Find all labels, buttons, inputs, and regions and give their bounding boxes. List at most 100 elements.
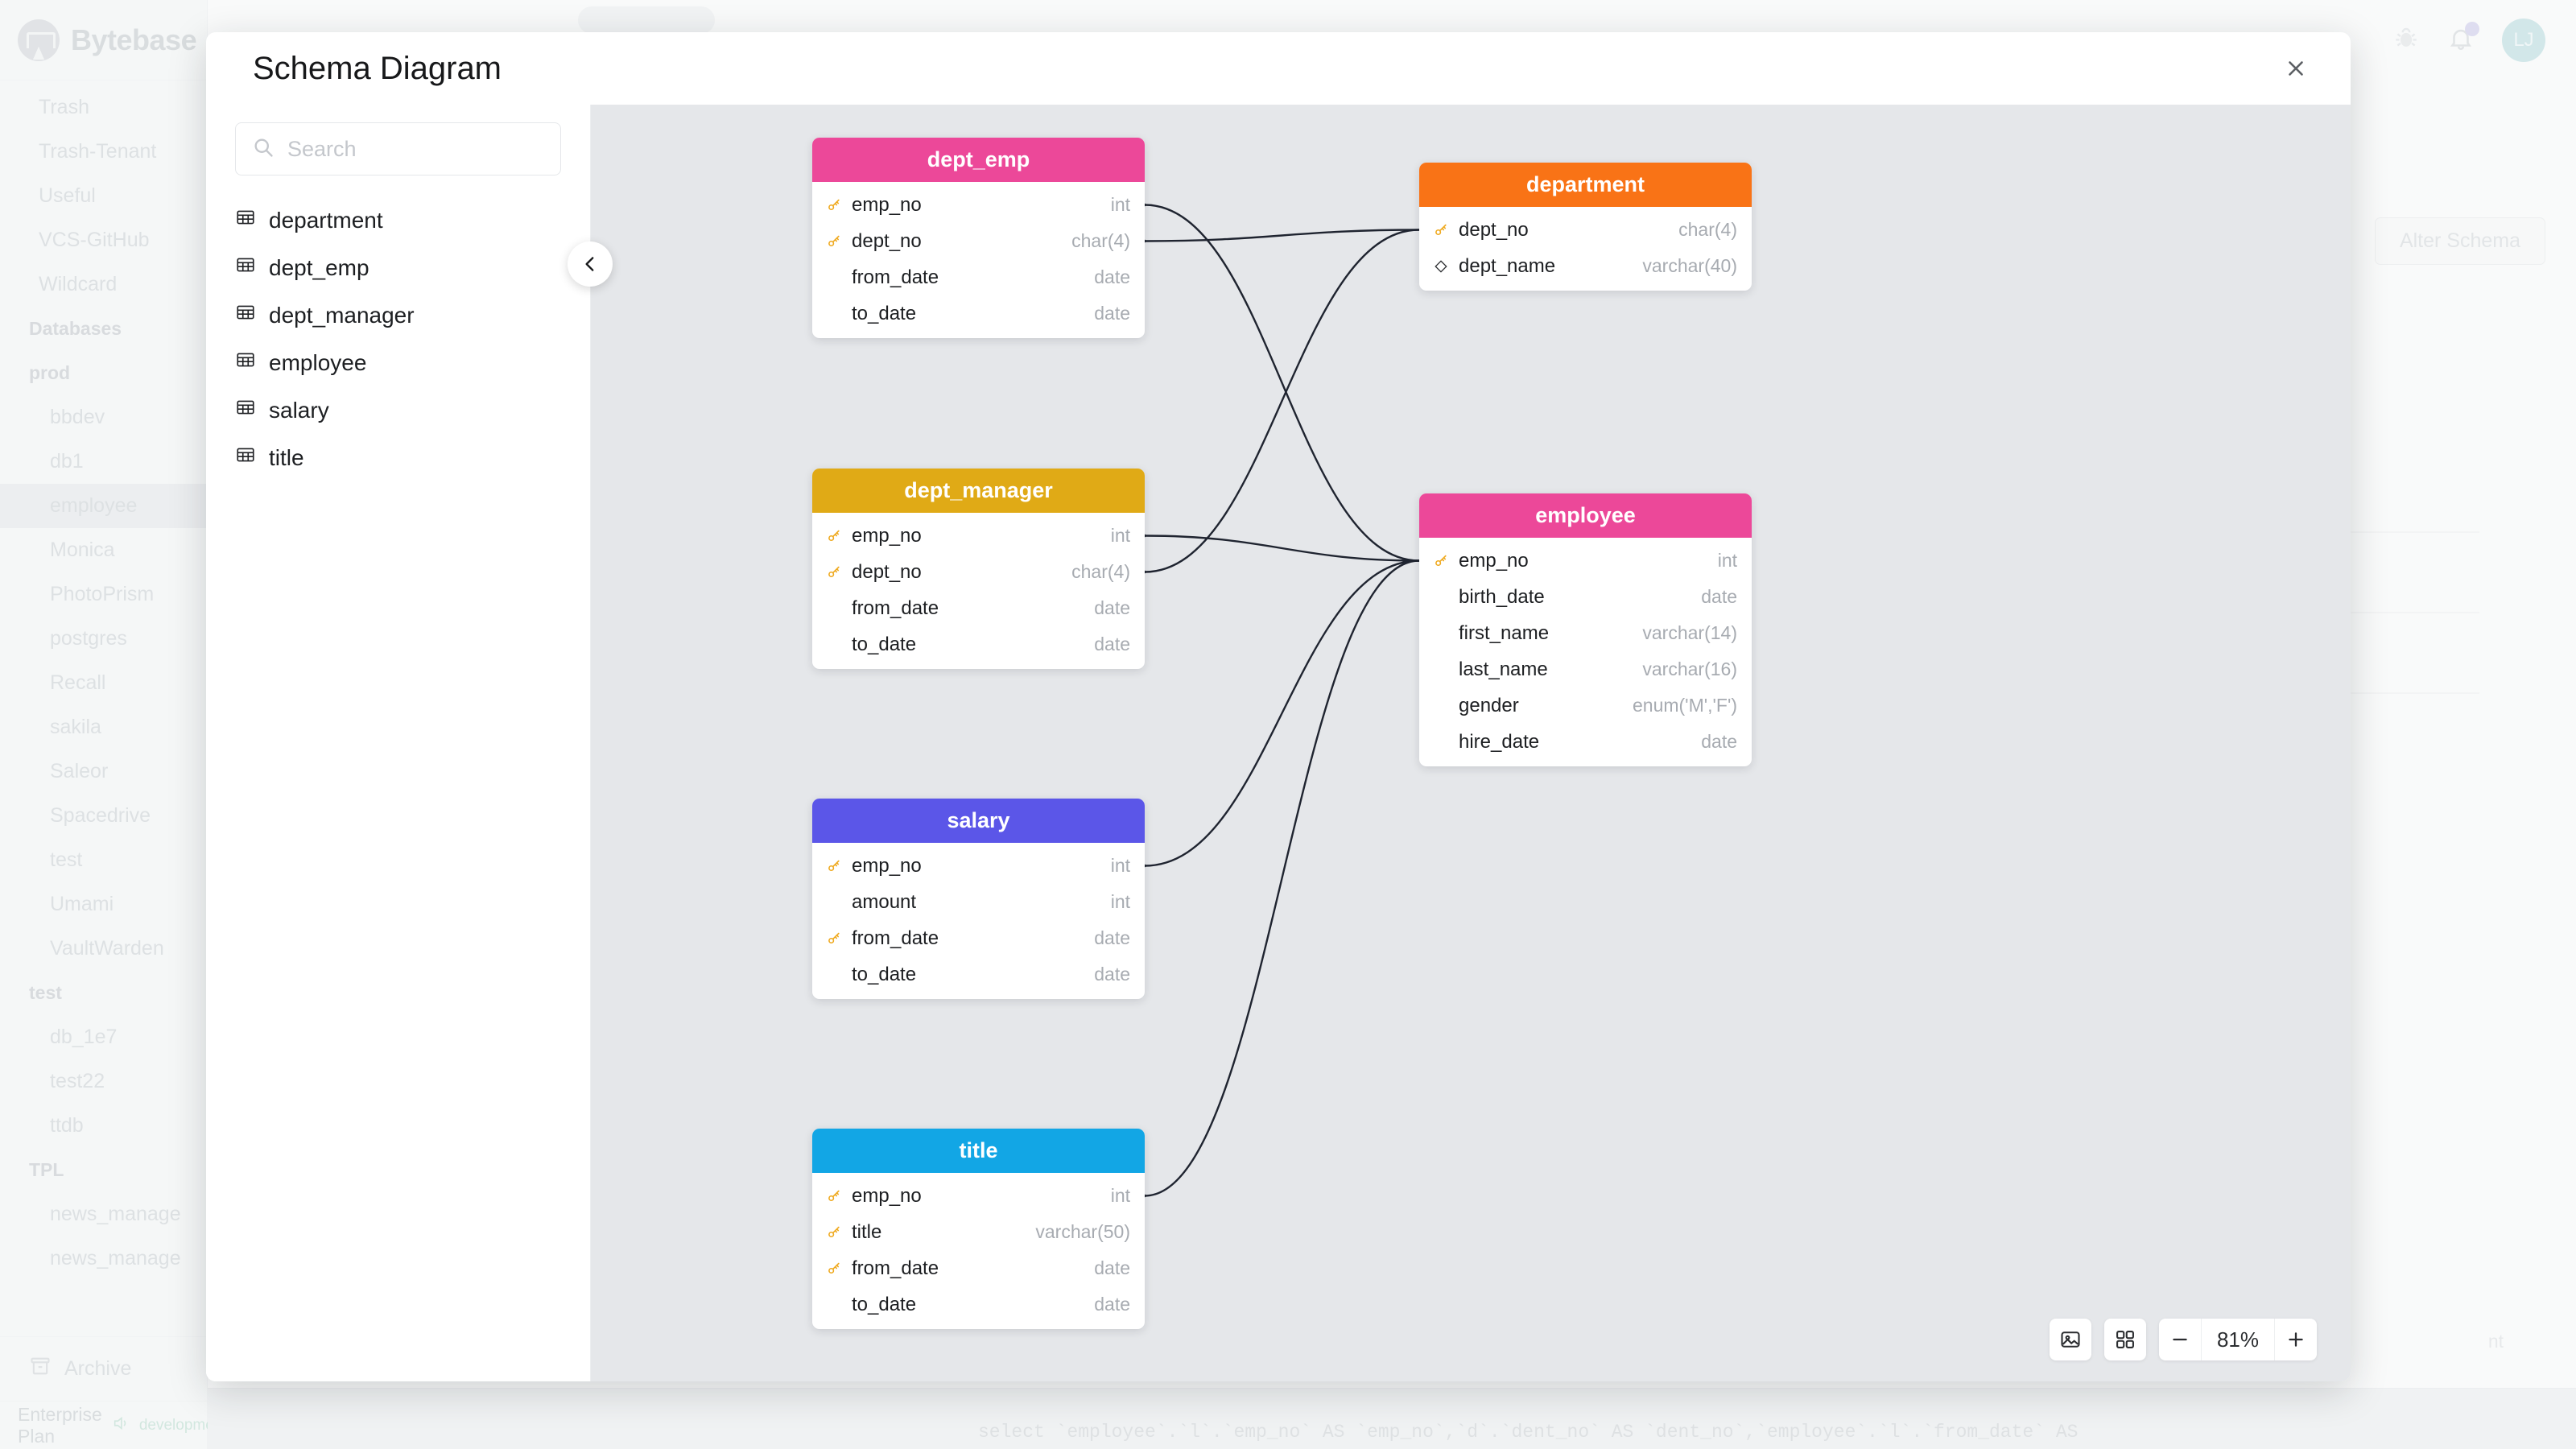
column-type: varchar(14) <box>1642 622 1737 643</box>
column-name: birth_date <box>1459 585 1545 608</box>
column-name: dept_no <box>1459 218 1529 241</box>
column-type: int <box>1110 855 1130 876</box>
column-type: date <box>1094 597 1130 618</box>
table-icon <box>235 444 256 471</box>
plus-icon[interactable] <box>2275 1319 2317 1360</box>
list-item[interactable]: dept_manager <box>235 291 561 339</box>
column-type: date <box>1094 927 1130 948</box>
relationship-edge <box>1145 230 1419 242</box>
column-name: from_date <box>852 927 939 949</box>
list-item[interactable]: employee <box>235 339 561 386</box>
relationship-edges <box>591 105 2351 1381</box>
table-icon <box>235 397 256 423</box>
column-type: date <box>1094 1294 1130 1315</box>
table-icon <box>235 302 256 328</box>
table-node-header: salary <box>812 799 1145 843</box>
key-icon <box>825 1261 843 1277</box>
list-item[interactable]: title <box>235 434 561 481</box>
table-icon <box>235 349 256 376</box>
column-type: int <box>1110 525 1130 546</box>
column-name: emp_no <box>852 524 922 547</box>
key-icon <box>825 564 843 580</box>
column-type: char(4) <box>1071 561 1130 582</box>
grid-icon[interactable] <box>2104 1319 2146 1360</box>
column-type: char(4) <box>1071 230 1130 251</box>
relationship-edge <box>1145 561 1419 1196</box>
minus-icon[interactable] <box>2159 1319 2201 1360</box>
relationship-edge <box>1145 561 1419 866</box>
list-item[interactable]: dept_emp <box>235 244 561 291</box>
table-node-header: dept_manager <box>812 469 1145 513</box>
table-row[interactable]: emp_no int <box>812 848 1145 884</box>
table-icon <box>235 254 256 281</box>
column-name: to_date <box>852 1293 917 1315</box>
list-item-label: dept_manager <box>269 302 415 328</box>
search-box[interactable] <box>235 122 561 175</box>
table-row[interactable]: to_date date <box>812 956 1145 993</box>
key-icon <box>825 197 843 213</box>
chevron-left-icon[interactable] <box>568 242 613 287</box>
list-item[interactable]: salary <box>235 386 561 434</box>
list-item-label: title <box>269 444 304 470</box>
column-type: int <box>1717 550 1737 571</box>
column-name: emp_no <box>852 193 922 216</box>
table-row[interactable]: from_date date <box>812 920 1145 956</box>
column-name: to_date <box>852 963 917 985</box>
table-row[interactable]: first_name varchar(14) <box>1419 615 1752 651</box>
list-item[interactable]: department <box>235 196 561 244</box>
table-row[interactable]: to_date date <box>812 295 1145 332</box>
schema-diagram-modal: Schema Diagram departmentdept_empdept_ma… <box>206 32 2351 1381</box>
modal-body: departmentdept_empdept_manageremployeesa… <box>206 105 2351 1381</box>
column-name: emp_no <box>852 854 922 877</box>
close-icon[interactable] <box>2278 51 2314 86</box>
table-node-header: department <box>1419 163 1752 207</box>
table-node-header: employee <box>1419 493 1752 538</box>
column-name: title <box>852 1220 882 1243</box>
column-type: date <box>1094 303 1130 324</box>
column-name: first_name <box>1459 621 1550 644</box>
column-type: date <box>1094 1257 1130 1278</box>
key-icon <box>825 1188 843 1204</box>
column-type: date <box>1094 964 1130 985</box>
table-row[interactable]: to_date date <box>812 1286 1145 1323</box>
table-icon <box>235 207 256 233</box>
table-node-header: dept_emp <box>812 138 1145 182</box>
image-icon[interactable] <box>2050 1319 2091 1360</box>
key-icon <box>825 858 843 874</box>
column-type: date <box>1701 731 1737 752</box>
column-name: to_date <box>852 302 917 324</box>
zoom-level-label[interactable]: 81% <box>2201 1319 2275 1360</box>
table-row[interactable]: emp_no int <box>812 518 1145 554</box>
search-input[interactable] <box>287 136 544 162</box>
